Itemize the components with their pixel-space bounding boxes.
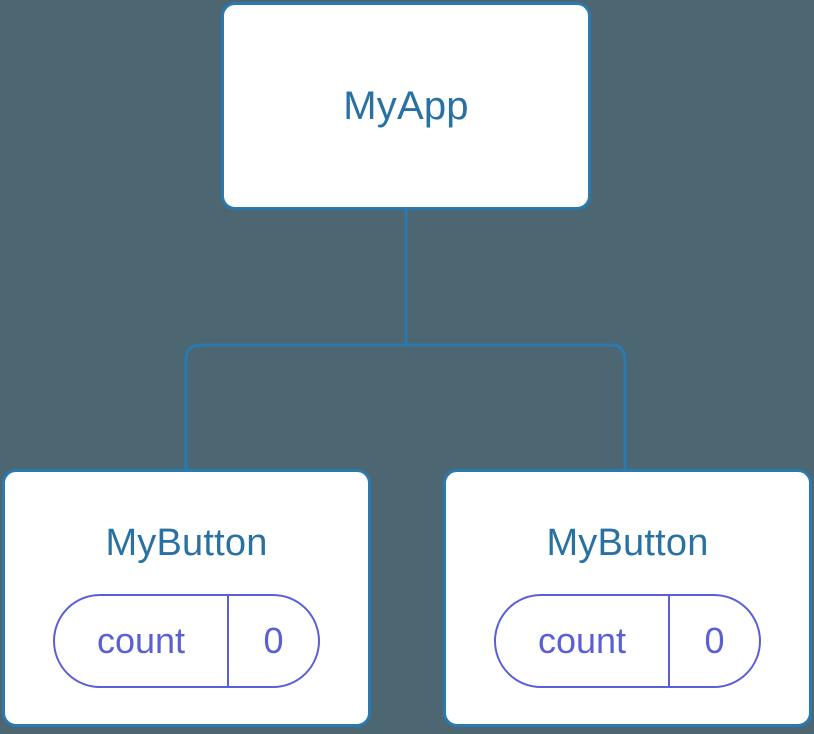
node-child-1-state-key: count — [496, 596, 670, 686]
node-root[interactable]: MyApp — [221, 2, 591, 210]
node-child-0-title: MyButton — [105, 522, 268, 564]
node-child-1-state-pill[interactable]: count 0 — [494, 594, 761, 688]
node-child-0-state-key: count — [55, 596, 229, 686]
connector-branch-left — [184, 343, 406, 470]
node-root-title: MyApp — [343, 84, 469, 128]
node-child-0-state-pill[interactable]: count 0 — [53, 594, 320, 688]
node-child-1[interactable]: MyButton count 0 — [443, 469, 812, 727]
node-child-0[interactable]: MyButton count 0 — [2, 469, 371, 727]
node-child-1-title: MyButton — [546, 522, 709, 564]
node-child-0-state-value: 0 — [263, 620, 284, 661]
connector-branch-right — [406, 343, 627, 470]
node-child-1-state-value: 0 — [704, 620, 725, 661]
